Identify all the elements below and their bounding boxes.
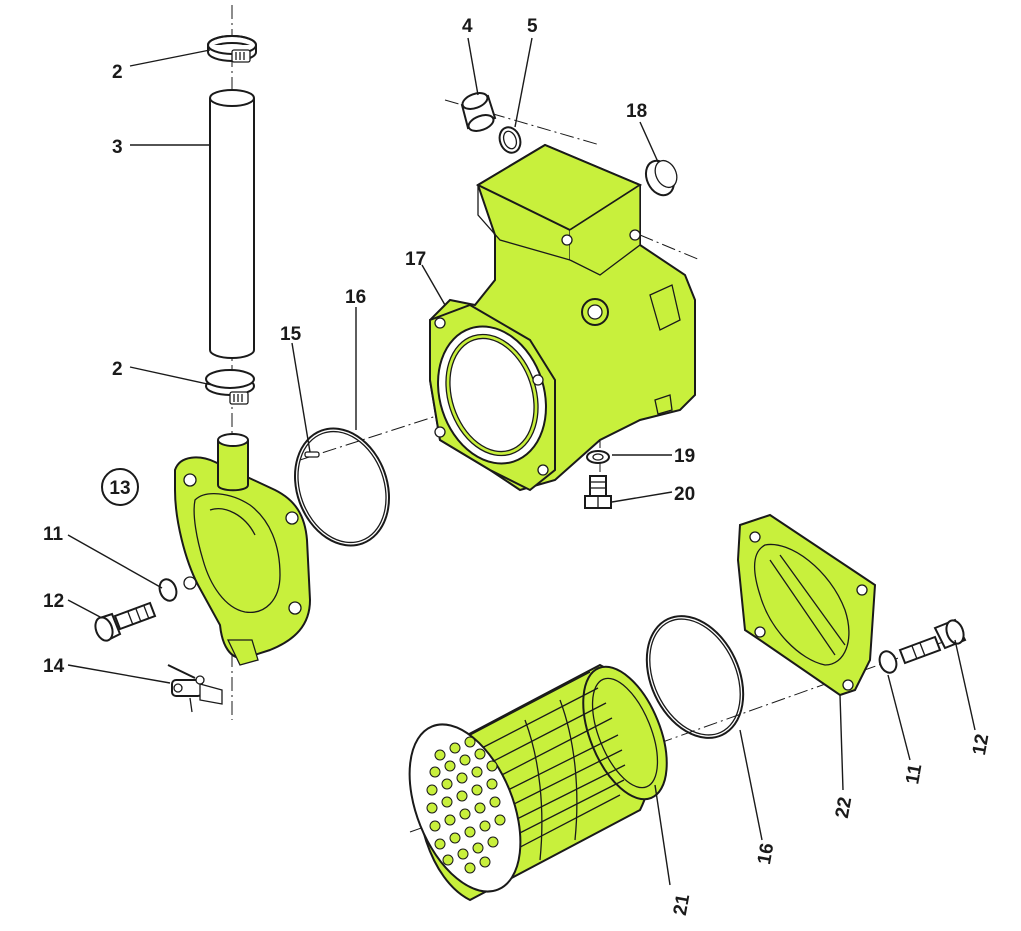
- callout-11-left: 11: [43, 524, 64, 545]
- callout-22: 22: [832, 795, 856, 819]
- callout-5: 5: [527, 16, 538, 37]
- assembly-13-badge: 13: [101, 468, 139, 506]
- callout-21: 21: [670, 892, 694, 917]
- plug: [644, 159, 678, 197]
- lock-washer-right: [878, 650, 898, 674]
- callout-15: 15: [280, 324, 302, 345]
- strainer-basket: [408, 663, 668, 902]
- callout-13: 13: [109, 478, 130, 499]
- callout-2-top: 2: [112, 62, 123, 83]
- suction-cover: [174, 433, 312, 666]
- o-ring-right: [645, 615, 745, 739]
- callout-4: 4: [462, 16, 473, 37]
- lock-washer-left: [158, 578, 178, 602]
- cover-bolt-right: [898, 618, 967, 665]
- callout-16-left: 16: [345, 287, 366, 308]
- seal-ring: [498, 126, 522, 154]
- o-ring-left: [293, 427, 391, 547]
- callout-20: 20: [674, 484, 695, 505]
- drain-bolt: [584, 475, 612, 509]
- callout-2-bottom: 2: [112, 359, 123, 380]
- callout-17: 17: [405, 249, 426, 270]
- callout-12-right: 12: [969, 732, 993, 756]
- callout-19: 19: [674, 446, 695, 467]
- hose-clamp-top: [207, 35, 257, 63]
- dowel-pin: [304, 451, 320, 458]
- suction-tube: [209, 89, 255, 359]
- drain-tap: [167, 664, 223, 713]
- callout-18: 18: [626, 101, 647, 122]
- strainer-cover: [736, 513, 877, 697]
- leader-lines: [67, 37, 976, 886]
- callout-numbers: 2 3 4 5 18 2 15 16 17 11 12 14 19 20 21 …: [43, 16, 993, 917]
- bushing: [460, 92, 497, 132]
- drain-washer: [586, 450, 610, 464]
- hose-clamp-bottom: [205, 369, 255, 405]
- callout-3: 3: [112, 137, 123, 158]
- callout-11-right: 11: [902, 762, 926, 786]
- strainer-holes: [426, 736, 506, 874]
- callout-14: 14: [43, 656, 65, 677]
- callout-16-right: 16: [754, 842, 778, 866]
- callout-12-left: 12: [43, 591, 64, 612]
- cover-bolt-left: [94, 601, 157, 642]
- pump-housing: [429, 143, 696, 492]
